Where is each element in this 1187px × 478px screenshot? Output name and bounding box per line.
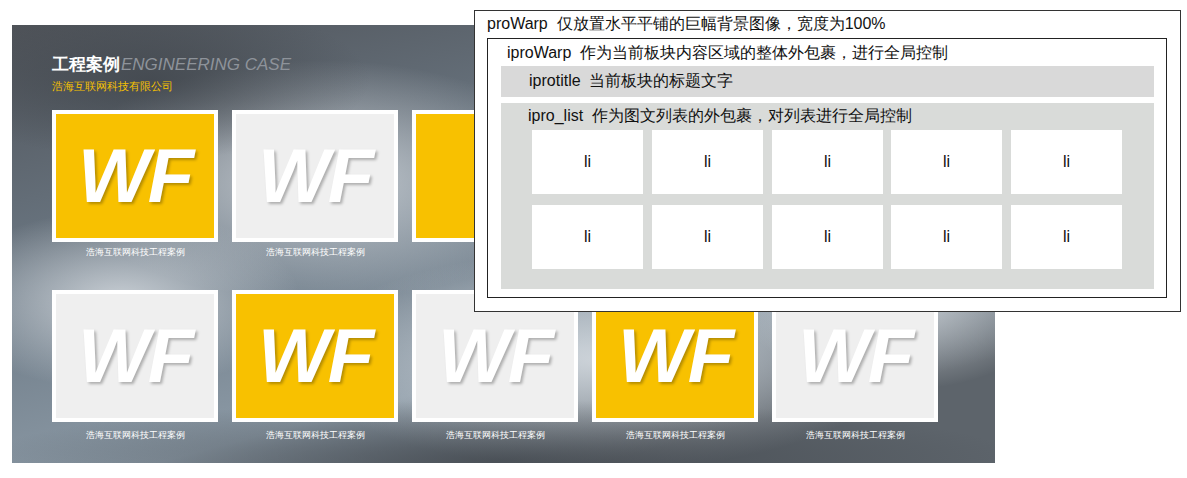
box-heading: proWarp 仅放置水平平铺的巨幅背景图像，宽度为100% (487, 14, 886, 33)
logo-text: WF (438, 310, 552, 401)
list-item-box: li (532, 130, 643, 194)
logo-text: WF (78, 310, 192, 401)
logo-text: WF (618, 310, 732, 401)
item-label: li (1063, 152, 1070, 171)
case-tile: WF 浩海互联网科技工程案例 (412, 290, 578, 442)
company-name: 浩海互联网科技有限公司 (52, 80, 173, 93)
list-item-box: li (652, 130, 763, 194)
prowarp-box: iprotitle 当前板块的标题文字 li li li li li li li li li li i… (474, 10, 1181, 312)
case-tile: WF 浩海互联网科技工程案例 (52, 290, 218, 442)
box-heading: iproWarp 作为当前板块内容区域的整体外包裹，进行全局控制 (507, 43, 948, 62)
item-label: li (824, 227, 831, 246)
iprowarp-box: iprotitle 当前板块的标题文字 li li li li li li li li li li i… (487, 38, 1167, 298)
case-tile: WF 浩海互联网科技工程案例 (772, 290, 938, 442)
section-band: li li li li li li li li li li ipro_list 作为图文列表的外包裹… (501, 103, 1154, 289)
tile-face: WF (52, 290, 218, 422)
list-item-box: li (891, 205, 1002, 269)
tile-face: WF (232, 110, 398, 242)
list-item-box: li (532, 205, 643, 269)
section-band: iprotitle 当前板块的标题文字 (501, 66, 1154, 97)
item-label: li (943, 152, 950, 171)
tile-caption: 浩海互联网科技工程案例 (52, 247, 218, 258)
list-item-box: li (1011, 130, 1122, 194)
list-item-box: li (772, 130, 883, 194)
case-tile: WF 浩海互联网科技工程案例 (52, 110, 218, 262)
item-label: li (1063, 227, 1070, 246)
case-tile: WF 浩海互联网科技工程案例 (592, 290, 758, 442)
item-label: li (704, 152, 711, 171)
logo-text: WF (258, 310, 372, 401)
tile-face: WF (232, 290, 398, 422)
item-label: li (704, 227, 711, 246)
tile-caption: 浩海互联网科技工程案例 (52, 430, 218, 441)
tile-caption: 浩海互联网科技工程案例 (772, 430, 938, 441)
tile-face: WF (52, 110, 218, 242)
logo-text: WF (798, 310, 912, 401)
list-item-box: li (891, 130, 1002, 194)
tile-caption: 浩海互联网科技工程案例 (412, 430, 578, 441)
box-heading: iprotitle 当前板块的标题文字 (529, 71, 733, 90)
item-label: li (584, 152, 591, 171)
list-item-box: li (1011, 205, 1122, 269)
logo-text: WF (78, 130, 192, 221)
section-title: 工程案例 (52, 55, 120, 75)
list-item-box: li (772, 205, 883, 269)
case-tile: WF 浩海互联网科技工程案例 (232, 110, 398, 262)
item-label: li (824, 152, 831, 171)
item-label: li (943, 227, 950, 246)
tile-caption: 浩海互联网科技工程案例 (592, 430, 758, 441)
item-label: li (584, 227, 591, 246)
case-tile: WF 浩海互联网科技工程案例 (232, 290, 398, 442)
section-subtitle-en: ENGINEERING CASE (121, 55, 291, 75)
list-item-box: li (652, 205, 763, 269)
tile-caption: 浩海互联网科技工程案例 (232, 247, 398, 258)
box-heading: ipro_list 作为图文列表的外包裹，对列表进行全局控制 (528, 106, 912, 125)
logo-text: WF (258, 130, 372, 221)
tile-caption: 浩海互联网科技工程案例 (232, 430, 398, 441)
